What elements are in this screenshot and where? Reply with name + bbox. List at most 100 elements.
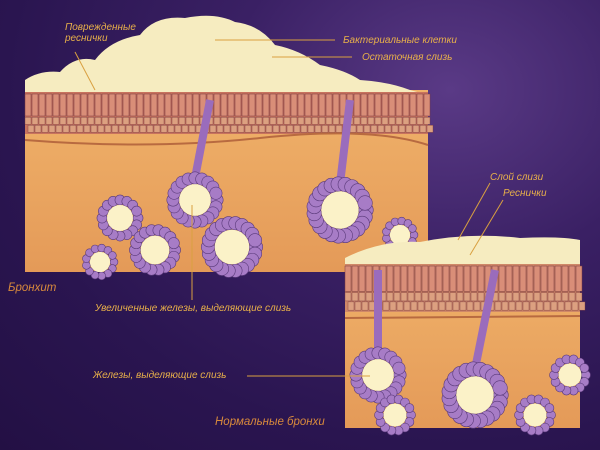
- basal-cell: [426, 124, 434, 133]
- epithelial-cell: [185, 93, 193, 117]
- epithelial-cell: [353, 93, 361, 117]
- basal-cell: [367, 116, 375, 125]
- gland-lumen: [179, 184, 211, 216]
- basal-cell: [393, 292, 401, 302]
- epithelial-cell: [512, 265, 520, 292]
- leader-lines: [74, 39, 504, 377]
- basal-cell: [347, 301, 355, 311]
- basal-cell: [129, 116, 137, 125]
- basal-cell: [435, 292, 443, 302]
- basal-cell: [515, 301, 523, 311]
- gland-cell: [248, 233, 263, 248]
- basal-cell: [477, 292, 485, 302]
- basal-cell: [41, 124, 49, 133]
- epithelial-cell: [358, 265, 366, 292]
- basal-cell: [403, 301, 411, 311]
- basal-cell: [279, 124, 287, 133]
- basal-cell: [300, 124, 308, 133]
- epithelial-cell: [351, 265, 359, 292]
- epithelial-cell: [157, 93, 165, 117]
- epithelial-cell: [150, 93, 158, 117]
- epithelial-cell: [38, 93, 46, 117]
- epithelial-cell: [463, 265, 471, 292]
- basal-cell: [307, 124, 315, 133]
- basal-cell: [258, 124, 266, 133]
- basal-cell: [108, 116, 116, 125]
- epithelial-cell: [402, 93, 410, 117]
- basal-cell: [143, 116, 151, 125]
- epithelial-cell: [435, 265, 443, 292]
- basal-cell: [419, 124, 427, 133]
- epithelial-cell: [304, 93, 312, 117]
- basal-cell: [377, 124, 385, 133]
- basal-cell: [66, 116, 74, 125]
- basal-cell: [297, 116, 305, 125]
- epithelial-cell: [407, 265, 415, 292]
- epithelial-cell: [393, 265, 401, 292]
- basal-cell: [94, 116, 102, 125]
- basal-cell: [335, 124, 343, 133]
- basal-cell: [213, 116, 221, 125]
- basal-cell: [227, 116, 235, 125]
- label-glands: Железы, выделяющие слизь: [93, 370, 227, 381]
- basal-cell: [568, 292, 576, 302]
- basal-cell: [463, 292, 471, 302]
- basal-cell: [466, 301, 474, 311]
- basal-cell: [125, 124, 133, 133]
- gland-lumen: [214, 229, 250, 265]
- epithelial-cell: [80, 93, 88, 117]
- epithelial-cell: [269, 93, 277, 117]
- epithelial-cell: [477, 265, 485, 292]
- epithelial-cell: [318, 93, 326, 117]
- basal-cell: [73, 116, 81, 125]
- epithelial-cell: [248, 93, 256, 117]
- basal-cell: [554, 292, 562, 302]
- epithelial-cell: [178, 93, 186, 117]
- epithelial-cell: [297, 93, 305, 117]
- basal-cell: [536, 301, 544, 311]
- basal-cell: [519, 292, 527, 302]
- epithelial-cell: [344, 265, 352, 292]
- basal-cell: [34, 124, 42, 133]
- basal-cell: [428, 292, 436, 302]
- epithelial-cell: [220, 93, 228, 117]
- gland-lumen: [383, 403, 407, 427]
- basal-cell: [262, 116, 270, 125]
- basal-cell: [391, 124, 399, 133]
- basal-cell: [97, 124, 105, 133]
- basal-cell: [344, 292, 352, 302]
- basal-cell: [283, 116, 291, 125]
- epithelial-cell: [311, 93, 319, 117]
- epithelial-cell: [409, 93, 417, 117]
- basal-cell: [104, 124, 112, 133]
- epithelial-cell: [423, 93, 431, 117]
- epithelial-cell: [505, 265, 513, 292]
- epithelial-cell: [519, 265, 527, 292]
- basal-cell: [438, 301, 446, 311]
- epithelial-cell: [136, 93, 144, 117]
- basal-cell: [332, 116, 340, 125]
- basal-cell: [181, 124, 189, 133]
- basal-cell: [27, 124, 35, 133]
- epithelial-cell: [575, 265, 583, 292]
- epithelial-cell: [374, 93, 382, 117]
- basal-cell: [412, 124, 420, 133]
- basal-cell: [230, 124, 238, 133]
- epithelial-cell: [388, 93, 396, 117]
- basal-cell: [361, 301, 369, 311]
- basal-cell: [139, 124, 147, 133]
- basal-cell: [31, 116, 39, 125]
- basal-cell: [62, 124, 70, 133]
- basal-cell: [423, 116, 431, 125]
- basal-cell: [216, 124, 224, 133]
- gland-cell: [408, 224, 417, 233]
- epithelial-cell: [421, 265, 429, 292]
- basal-cell: [498, 292, 506, 302]
- basal-cell: [389, 301, 397, 311]
- epithelial-cell: [386, 265, 394, 292]
- basal-cell: [384, 124, 392, 133]
- epithelial-cell: [381, 93, 389, 117]
- bronchitis-mucus: [25, 15, 428, 110]
- basal-cell: [304, 116, 312, 125]
